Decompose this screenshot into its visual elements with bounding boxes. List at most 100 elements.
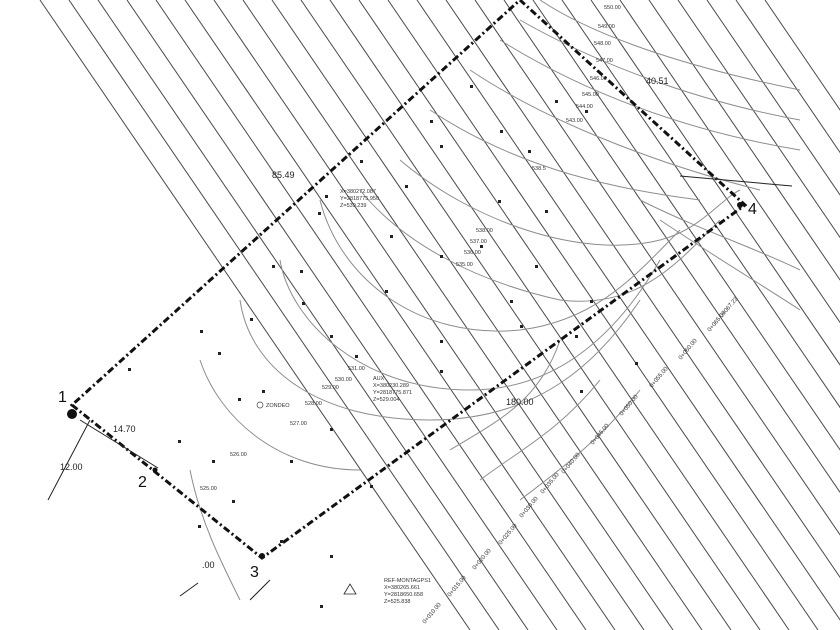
- spot-elevation-marker: [250, 318, 253, 321]
- spot-elevation-marker: [178, 440, 181, 443]
- cross-section-line: [561, 0, 840, 409]
- bottom-dim-line: [249, 579, 271, 601]
- station-label: 0+060.00: [678, 338, 699, 362]
- spot-elevation-marker: [440, 340, 443, 343]
- contour-label: 535.00: [456, 262, 473, 268]
- contour-line: [479, 379, 601, 481]
- contour-label: 531.00: [348, 366, 365, 372]
- contour-label: 528.00: [305, 401, 322, 407]
- contour-label: 545.00: [582, 92, 599, 98]
- contour-line: [499, 39, 801, 151]
- control-point-z: Z=525.838: [384, 599, 410, 605]
- spot-elevation-marker: [232, 500, 235, 503]
- spot-elevation-marker: [385, 290, 388, 293]
- cross-section-line: [213, 0, 645, 630]
- dimension-lines: [47, 175, 793, 601]
- spot-elevation-marker: [330, 555, 333, 558]
- spot-elevation-marker: [545, 210, 548, 213]
- control-point-y: Y=2818775.871: [373, 390, 412, 396]
- station-label: 0+015.00: [447, 575, 468, 599]
- contour-lines: [189, 0, 801, 601]
- contour-line: [429, 109, 701, 201]
- contour-label: 529.00: [322, 385, 339, 391]
- vertex-1: 1: [58, 389, 77, 419]
- spot-elevation-marker: [575, 335, 578, 338]
- cross-section-line: [648, 0, 840, 281]
- contour-label: 547.00: [596, 58, 613, 64]
- vertex-4: 4: [737, 201, 757, 218]
- cross-section-line: [590, 0, 840, 366]
- vertex-3: 3: [250, 553, 265, 581]
- cross-section-line: [155, 0, 587, 630]
- cross-section-line: [764, 0, 840, 111]
- control-point-x: X=380230.289: [373, 383, 409, 389]
- contour-label: 546.00: [590, 76, 607, 82]
- contour-line: [399, 159, 741, 246]
- spot-elevation-marker: [200, 330, 203, 333]
- contour-line: [189, 469, 241, 601]
- control-point-1: X=380272.087 Y=2818775.950 Z=539.239: [340, 189, 379, 209]
- bottom-dim-tick: [179, 582, 199, 597]
- spot-elevation-marker: [500, 130, 503, 133]
- cross-section-line: [184, 0, 616, 630]
- contour-label: 537.00: [470, 239, 487, 245]
- contour-label: 550.00: [604, 5, 621, 11]
- vertex-1-label: 1: [58, 389, 67, 406]
- cross-section-line: [445, 0, 840, 579]
- spot-elevation-marker: [360, 160, 363, 163]
- control-point-y: Y=2818775.950: [340, 196, 379, 202]
- spot-elevation-marker: [302, 302, 305, 305]
- spot-elevation-marker: [440, 370, 443, 373]
- station-label: 0+055.00: [649, 366, 670, 390]
- contour-line: [659, 219, 801, 311]
- cross-section-line: [677, 0, 840, 239]
- vertex-2-marker: [152, 467, 158, 473]
- spot-elevation-marker: [262, 390, 265, 393]
- spot-elevation-marker: [355, 355, 358, 358]
- cross-section-line: [416, 0, 840, 621]
- spot-elevation-marker: [128, 368, 131, 371]
- spot-elevations: [128, 85, 638, 608]
- contour-labels: 550.00 549.00 548.00 547.00 546.00 545.0…: [200, 5, 621, 492]
- cross-section-line: [68, 0, 500, 630]
- contour-label: 536.00: [464, 250, 481, 256]
- left-offset-dim-line: [47, 419, 91, 501]
- cross-section-line: [329, 0, 761, 630]
- cross-section-line: [706, 0, 840, 196]
- spot-elevation-marker: [498, 200, 501, 203]
- contour-line: [519, 389, 641, 501]
- spot-elevation-marker: [535, 265, 538, 268]
- spot-elevation-marker: [528, 150, 531, 153]
- right-dim-line: [679, 175, 793, 187]
- cross-section-line: [97, 0, 529, 630]
- cross-section-line: [532, 0, 840, 451]
- spot-elevation-marker: [635, 362, 638, 365]
- cross-section-line: [474, 0, 840, 536]
- contour-label: 544.00: [576, 104, 593, 110]
- crosshair-icon: [256, 401, 264, 409]
- contour-label: 548.00: [594, 41, 611, 47]
- contour-line: [539, 0, 801, 91]
- station-label: 0+035.00: [540, 472, 561, 496]
- station-labels: 0+067.22 0+065.00 0+060.00 0+055.00 0+05…: [422, 296, 740, 626]
- zoned-marker: ZONDEO: [256, 401, 290, 409]
- contour-line: [519, 19, 801, 121]
- contour-line: [449, 339, 561, 451]
- control-point-name: AUX: [373, 376, 385, 382]
- control-point-name: REF-MONTAGPS1: [384, 578, 431, 584]
- cross-section-line: [300, 0, 732, 630]
- vertex-4-marker: [737, 202, 743, 208]
- benchmark-triangle-icon: [343, 583, 357, 595]
- cross-section-line: [619, 0, 840, 324]
- spot-elevation-marker: [212, 460, 215, 463]
- cross-section-line: [503, 0, 840, 494]
- spot-elevation-marker: [440, 255, 443, 258]
- right-top-length: 40.51: [646, 76, 669, 86]
- left-edge-dim-line: [79, 419, 159, 469]
- property-boundary: [69, 0, 748, 560]
- spot-elevation-marker: [480, 245, 483, 248]
- cross-section-line: [39, 0, 471, 630]
- contour-label: 538.5: [532, 166, 546, 172]
- contour-label: 527.00: [290, 421, 307, 427]
